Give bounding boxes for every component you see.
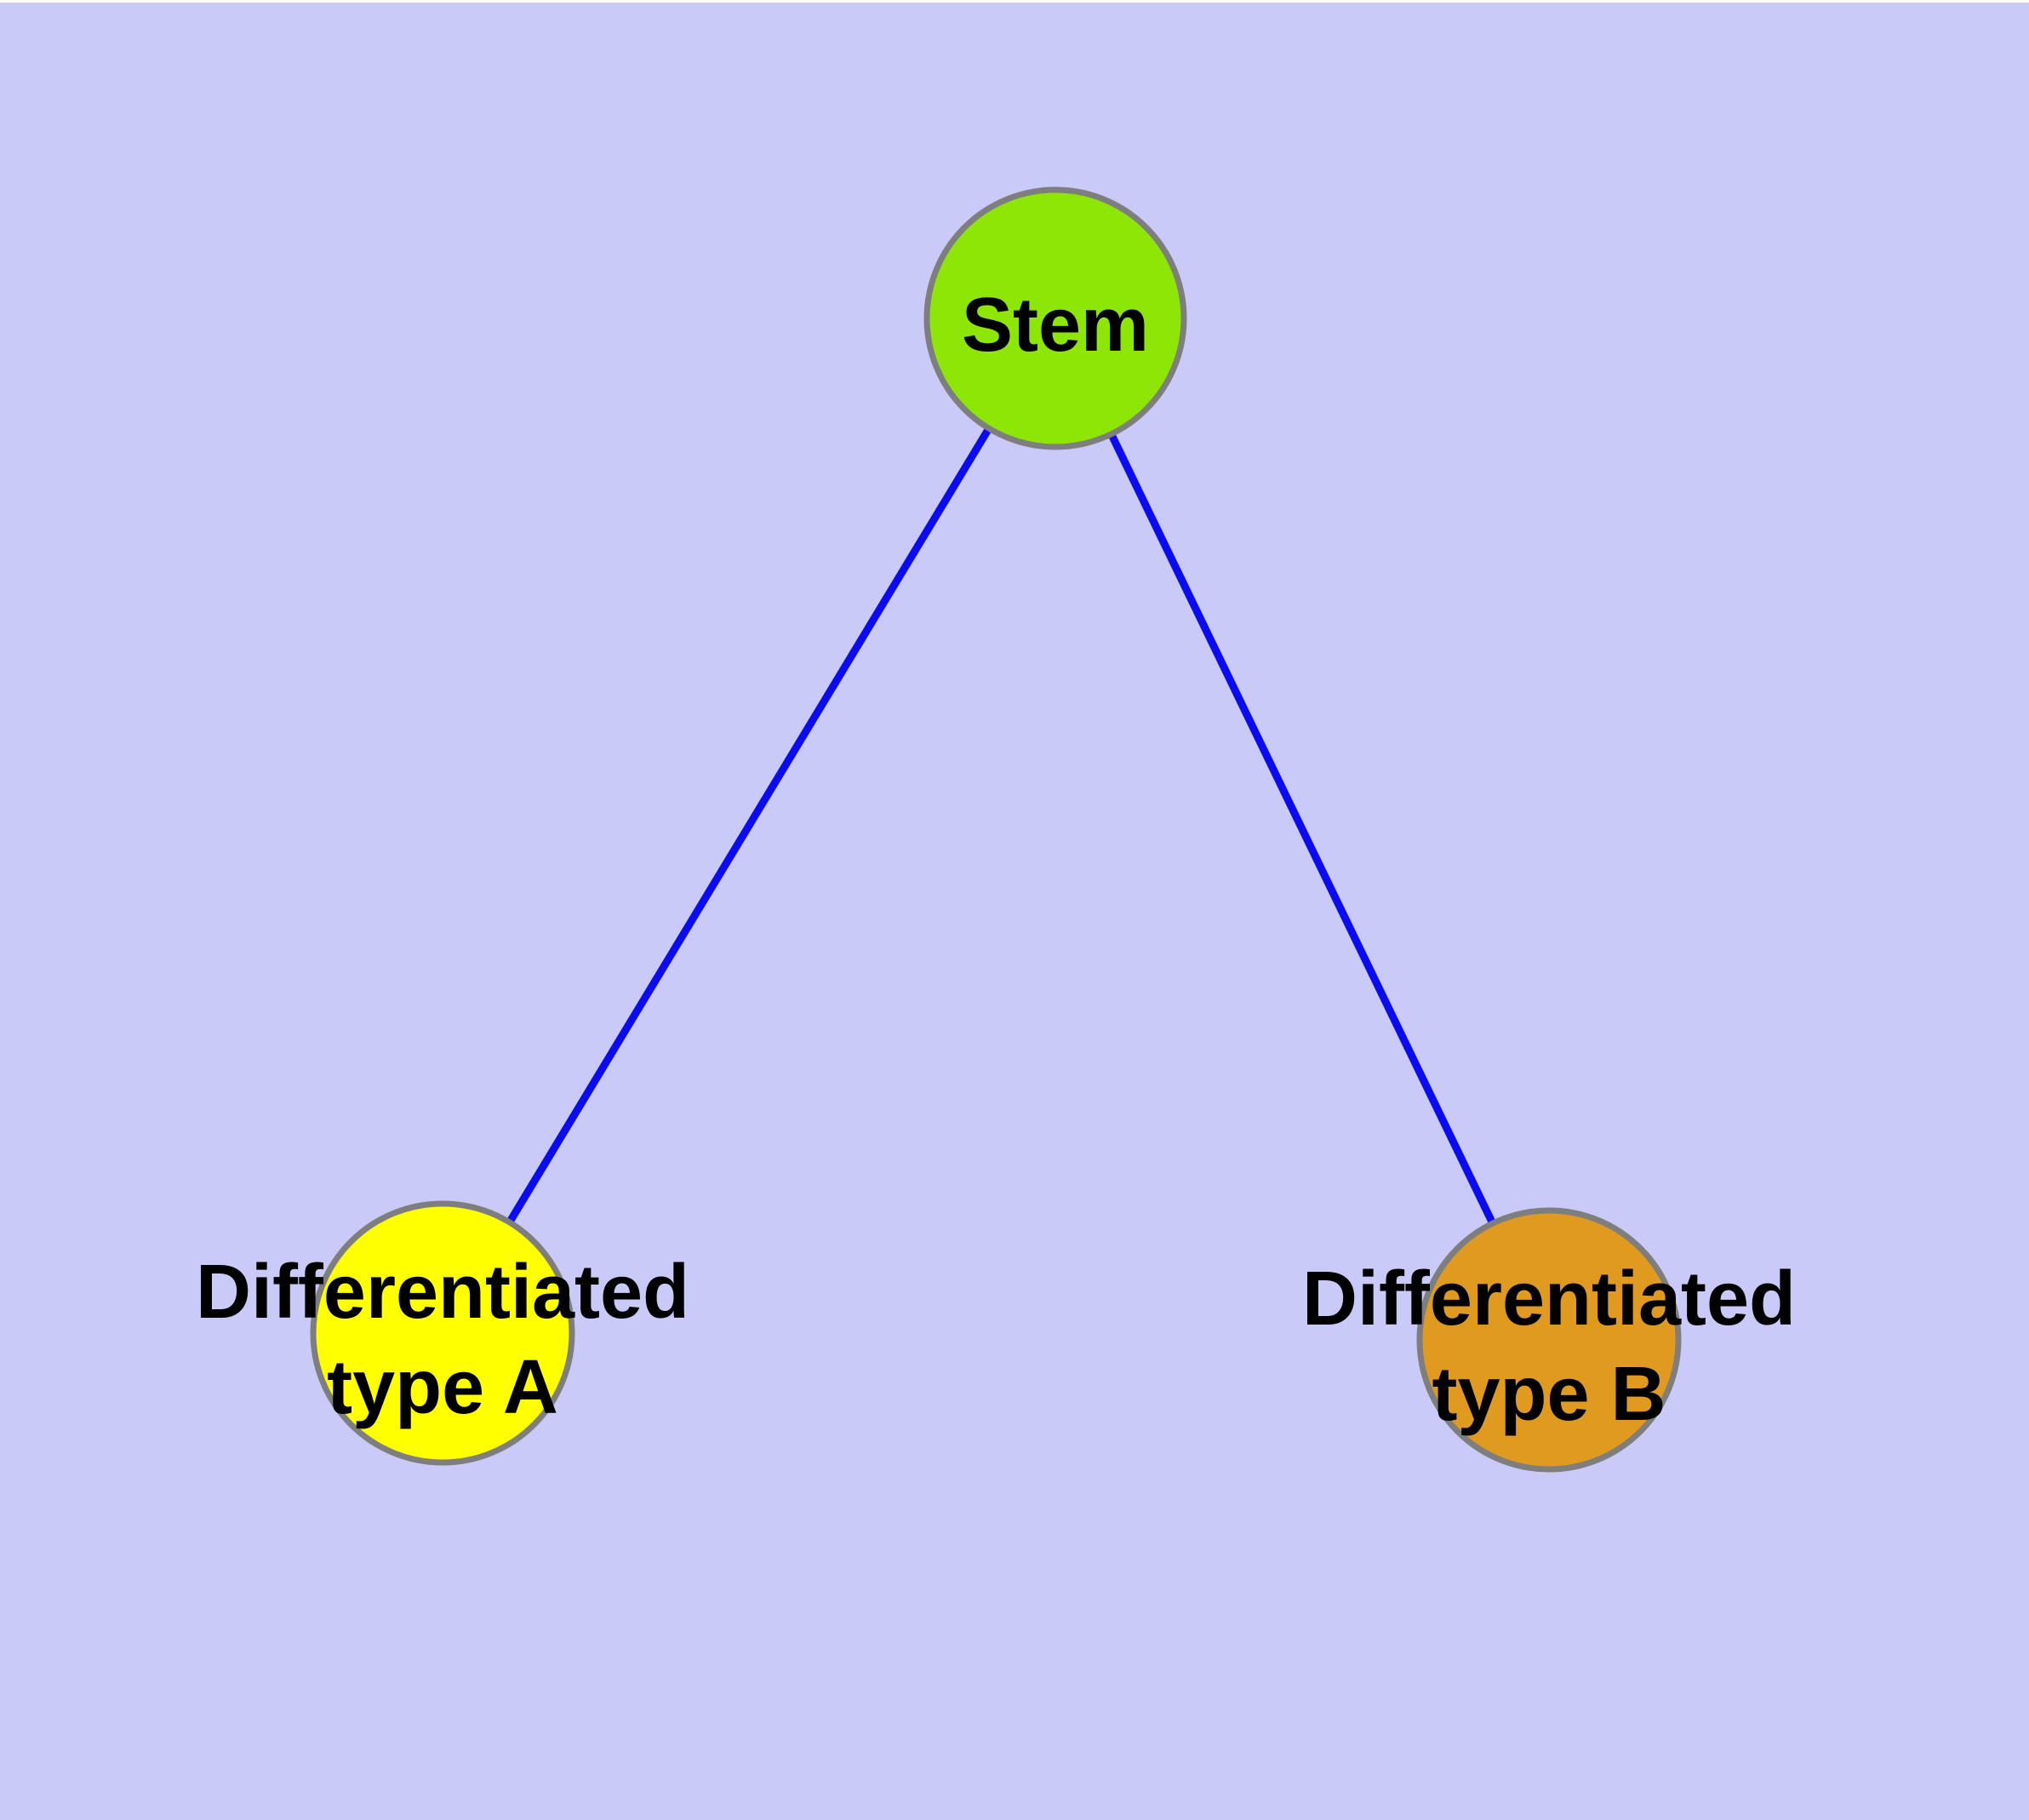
node-type-a-label-line1: Differentiated bbox=[196, 1250, 689, 1335]
node-differentiated-type-a bbox=[310, 1200, 575, 1466]
edge-stem-to-type-b bbox=[1051, 317, 1553, 1342]
node-differentiated-type-b bbox=[1416, 1207, 1682, 1473]
node-type-b-label-line1: Differentiated bbox=[1302, 1256, 1796, 1342]
node-type-b-label-line2: type B bbox=[1432, 1352, 1666, 1437]
top-margin-strip bbox=[0, 0, 2029, 3]
edge-stem-to-type-a bbox=[439, 316, 1059, 1336]
node-type-a-label-line2: type A bbox=[327, 1345, 558, 1430]
node-stem-label: Stem bbox=[962, 283, 1149, 368]
node-stem bbox=[923, 186, 1187, 450]
